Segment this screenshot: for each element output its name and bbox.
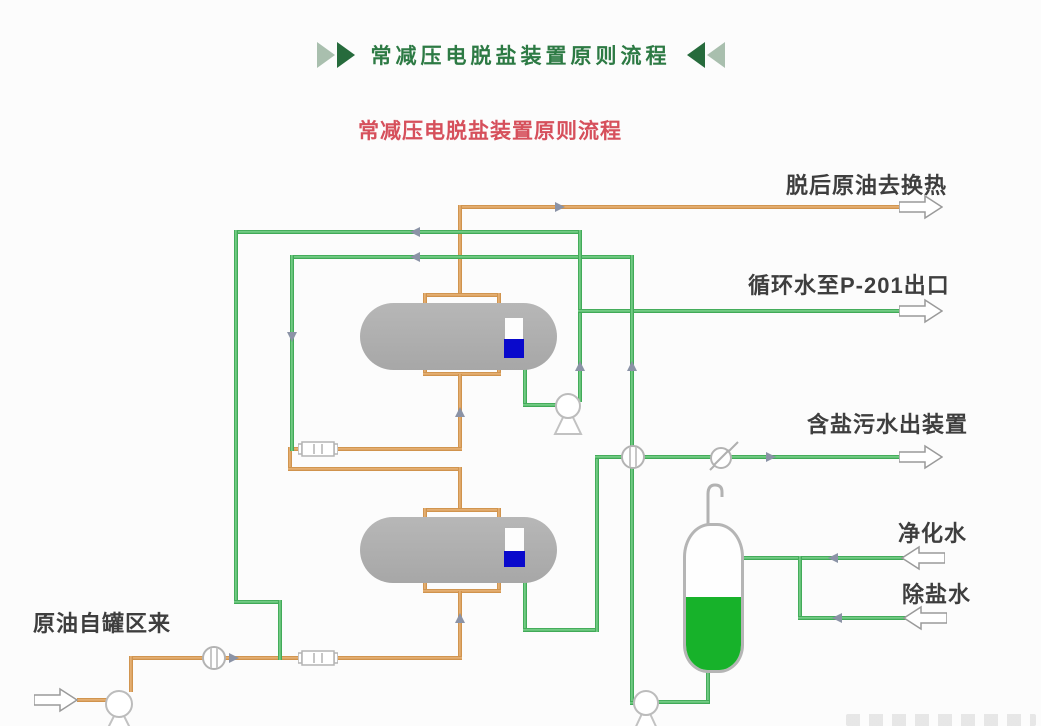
right-triangle-icon bbox=[316, 42, 335, 68]
electrode-bracket bbox=[423, 372, 501, 376]
faint-watermark bbox=[846, 714, 1036, 726]
inlet-arrow-icon bbox=[34, 687, 78, 713]
water-drum bbox=[683, 523, 744, 673]
electrode-bracket bbox=[423, 577, 427, 589]
left-triangle-icon bbox=[686, 42, 705, 68]
pipe-segment bbox=[458, 591, 462, 660]
label-demineralized-water-in: 除盐水 bbox=[901, 582, 971, 607]
pipe-segment bbox=[292, 255, 634, 259]
pipe-segment bbox=[288, 447, 292, 471]
crude-feed-pump-icon bbox=[101, 690, 137, 726]
flow-arrow-tick-icon bbox=[575, 361, 585, 371]
level-gauge-upper bbox=[505, 318, 523, 339]
pipe-segment bbox=[738, 556, 904, 560]
pipe-segment bbox=[278, 600, 282, 660]
electrode-bracket bbox=[423, 508, 501, 512]
flow-arrow-tick-icon bbox=[832, 613, 842, 623]
flow-arrow-tick-icon bbox=[410, 227, 420, 237]
pipe-segment bbox=[798, 556, 802, 620]
flow-arrow-tick-icon bbox=[627, 361, 637, 371]
pipe-segment bbox=[460, 205, 902, 209]
inline-mixer-icon bbox=[298, 440, 338, 458]
flow-arrow-tick-icon bbox=[555, 202, 565, 212]
pipe-segment bbox=[458, 467, 462, 512]
double-left-triangles-icon bbox=[686, 42, 725, 68]
pipe-segment bbox=[234, 600, 282, 604]
pipe-segment bbox=[458, 205, 462, 297]
electrode-bracket bbox=[497, 577, 501, 589]
electrode-bracket bbox=[497, 293, 501, 309]
electrode-bracket bbox=[497, 508, 501, 522]
pipe-segment bbox=[630, 255, 634, 705]
banner-title: 常减压电脱盐装置原则流程 bbox=[370, 45, 671, 68]
label-purified-water-in: 净化水 bbox=[897, 521, 967, 546]
pipe-segment bbox=[595, 455, 902, 459]
pipe-segment bbox=[77, 698, 109, 702]
pipe-segment bbox=[657, 700, 709, 704]
level-gauge-lower bbox=[505, 528, 524, 551]
circle-valve-icon bbox=[619, 442, 647, 472]
electrode-bracket bbox=[423, 508, 427, 522]
electrode-bracket bbox=[423, 589, 501, 593]
level-gauge-lower-liquid bbox=[504, 551, 525, 567]
water-recycle-pump-icon bbox=[550, 392, 586, 438]
pipe-segment bbox=[288, 447, 462, 451]
water-drum-liquid bbox=[686, 597, 741, 670]
page-banner: 常减压电脱盐装置原则流程 bbox=[0, 40, 1041, 70]
pipe-segment bbox=[523, 578, 527, 632]
label-circulating-water-out: 循环水至P-201出口 bbox=[748, 273, 950, 298]
flow-arrow-tick-icon bbox=[229, 653, 239, 663]
electric-desalter-lower bbox=[360, 517, 557, 583]
electrode-bracket bbox=[423, 293, 501, 297]
flow-arrow-tick-icon bbox=[455, 407, 465, 417]
label-salty-water-out: 含盐污水出装置 bbox=[806, 412, 968, 437]
pipe-segment bbox=[523, 403, 563, 407]
outlet-arrow-icon bbox=[899, 444, 943, 470]
level-gauge-upper-liquid bbox=[504, 339, 524, 358]
pipe-segment bbox=[578, 309, 902, 313]
flow-arrow-tick-icon bbox=[828, 553, 838, 563]
flow-arrow-tick-icon bbox=[287, 332, 297, 342]
gooseneck-vent-icon bbox=[701, 482, 727, 526]
pipe-segment bbox=[288, 467, 462, 471]
inlet-arrow-icon bbox=[903, 605, 947, 631]
pipe-segment bbox=[578, 230, 582, 402]
fresh-water-pump-icon bbox=[628, 689, 664, 726]
pipe-segment bbox=[523, 366, 527, 407]
label-desalted-crude-out: 脱后原油去换热 bbox=[786, 173, 948, 198]
pipe-segment bbox=[523, 628, 599, 632]
circle-valve-icon bbox=[200, 643, 228, 673]
flow-arrow-tick-icon bbox=[455, 613, 465, 623]
left-triangle-icon bbox=[706, 42, 725, 68]
diagram-title: 常减压电脱盐装置原则流程 bbox=[358, 120, 622, 143]
right-triangle-icon bbox=[336, 42, 355, 68]
pipe-segment bbox=[234, 230, 238, 604]
control-valve-icon bbox=[704, 437, 742, 475]
double-right-triangles-icon bbox=[316, 42, 355, 68]
electric-desalter-upper bbox=[360, 303, 557, 370]
outlet-arrow-icon bbox=[899, 194, 943, 220]
pipe-segment bbox=[236, 230, 582, 234]
flow-arrow-tick-icon bbox=[410, 252, 420, 262]
label-crude-feed-in: 原油自罐区来 bbox=[33, 611, 172, 636]
pipe-segment bbox=[706, 665, 710, 704]
pipe-segment bbox=[129, 656, 133, 692]
pipe-segment bbox=[595, 455, 599, 632]
pipe-segment bbox=[798, 616, 906, 620]
pipe-segment bbox=[290, 255, 294, 451]
inline-mixer-icon bbox=[298, 649, 338, 667]
electrode-bracket bbox=[423, 293, 427, 309]
flow-arrow-tick-icon bbox=[766, 452, 776, 462]
outlet-arrow-icon bbox=[899, 298, 943, 324]
inlet-arrow-icon bbox=[901, 545, 945, 571]
